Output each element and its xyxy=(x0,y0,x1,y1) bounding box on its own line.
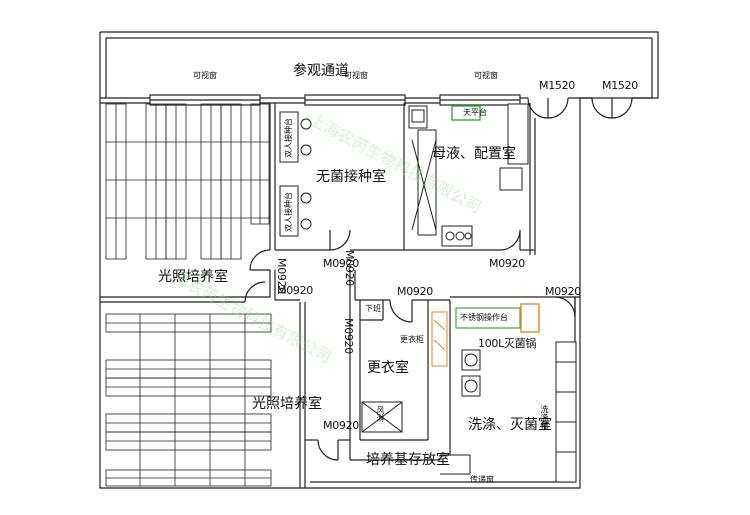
culture-shelves-top xyxy=(105,103,270,260)
changing-room-equipment xyxy=(361,311,448,433)
door-m1520-a-arc xyxy=(527,97,569,119)
washing-room-equipment xyxy=(440,303,577,483)
mother-liquid-equipment xyxy=(408,103,529,247)
culture-shelves-bottom xyxy=(105,313,272,487)
inoculation-benches xyxy=(279,111,312,237)
door-m1520-b-arc xyxy=(591,97,633,119)
